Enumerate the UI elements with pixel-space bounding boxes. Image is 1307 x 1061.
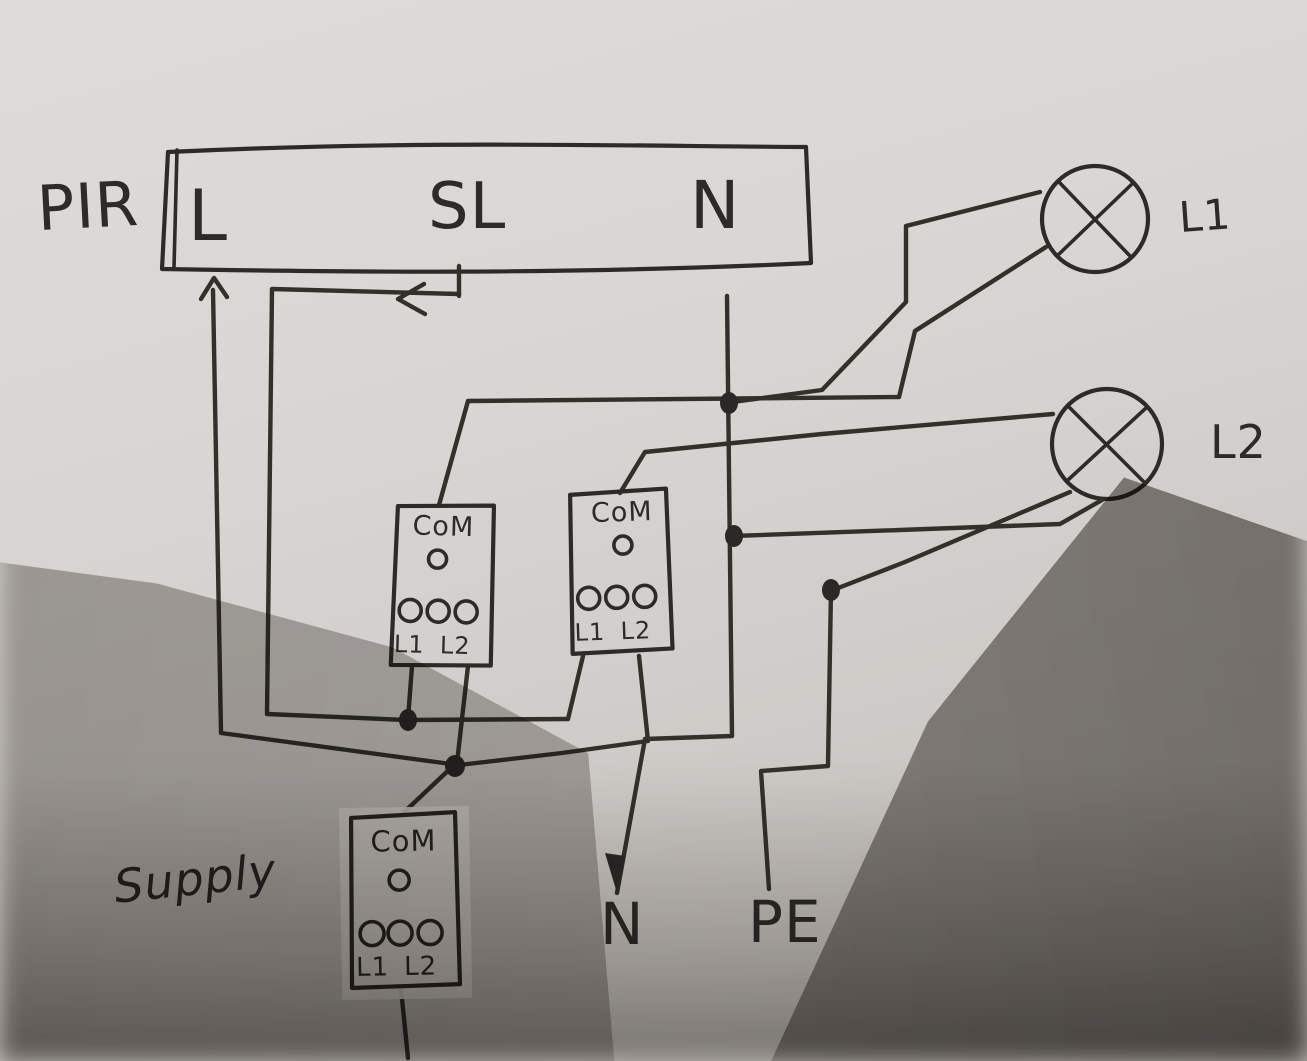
- wire-lamp2-return-and-pe-drop: [758, 489, 1073, 892]
- wire-switch1-com-to-lamp1: [436, 244, 1049, 508]
- junction-dot-live: [445, 755, 465, 777]
- wire-neutral-to-lamp2: [730, 497, 1105, 539]
- switch-3-l1-label: L1: [356, 952, 390, 983]
- wire-switch2-com-to-lamp2: [617, 411, 1056, 496]
- switch-2-com-terminal: [612, 534, 634, 556]
- switch-1-com-label: CoM: [412, 510, 474, 543]
- pir-unit: PIR L SL N: [35, 142, 814, 274]
- junction-dot-neutral-1: [720, 392, 738, 414]
- switch-3-l2-label: L2: [404, 951, 438, 982]
- junction-dot-neutral-2: [725, 525, 743, 547]
- switch-1-com-terminal: [426, 548, 449, 570]
- switch-2-l2-label: L2: [620, 616, 652, 645]
- supply-label: Supply: [111, 843, 279, 914]
- wire-lamp1-to-neutral: [730, 189, 1043, 405]
- neutral-label: N: [600, 890, 644, 958]
- switch-2-terminal-b: [603, 584, 630, 611]
- lamp-l2-label: L2: [1210, 415, 1267, 469]
- earth-label: PE: [748, 888, 822, 956]
- switch-1-terminal-b: [425, 598, 451, 624]
- switch-2: CoM L1 L2: [568, 486, 675, 657]
- pir-terminal-l: L: [188, 175, 228, 257]
- wire-switch2-l1-stem: [565, 653, 586, 722]
- lamp-l1-cross: [1056, 180, 1135, 259]
- lamp-l1: L1: [1039, 163, 1233, 275]
- junction-dot-lamp2-return: [822, 579, 840, 601]
- pir-label: PIR: [35, 167, 140, 245]
- switch-2-terminal-c: [631, 583, 658, 610]
- lamp-l2-cross: [1066, 405, 1148, 484]
- switch-3-com-label: CoM: [370, 823, 437, 858]
- switch-1-l2-label: L2: [440, 631, 471, 660]
- pir-terminal-n: N: [690, 167, 740, 244]
- pir-terminal-sl: SL: [428, 170, 506, 244]
- switch-1: CoM L1 L2: [388, 503, 497, 668]
- lamp-l1-label: L1: [1177, 189, 1232, 242]
- lamp-l2: L2: [1049, 386, 1267, 502]
- wires: [198, 189, 1105, 1061]
- switch-3: CoM L1 L2: [338, 805, 473, 1001]
- arrow-on-sl-wire: [395, 281, 428, 317]
- wire-switch1-l2-stem: [454, 663, 471, 766]
- switch-2-com-label: CoM: [590, 496, 653, 529]
- pir-box-left-edge: [172, 148, 179, 270]
- switch-2-l1-label: L1: [574, 618, 606, 647]
- wire-strap-l1: [405, 716, 571, 723]
- switch-1-l1-label: L1: [394, 630, 425, 659]
- switch-1-terminal-c: [453, 599, 479, 625]
- junction-dot-strap: [399, 709, 417, 731]
- switch-1-terminal-a: [397, 597, 423, 624]
- wire-supply-bottom-lead: [398, 986, 411, 1061]
- wire-switch2-l2-stem: [456, 653, 651, 768]
- switch-2-terminal-a: [575, 585, 602, 612]
